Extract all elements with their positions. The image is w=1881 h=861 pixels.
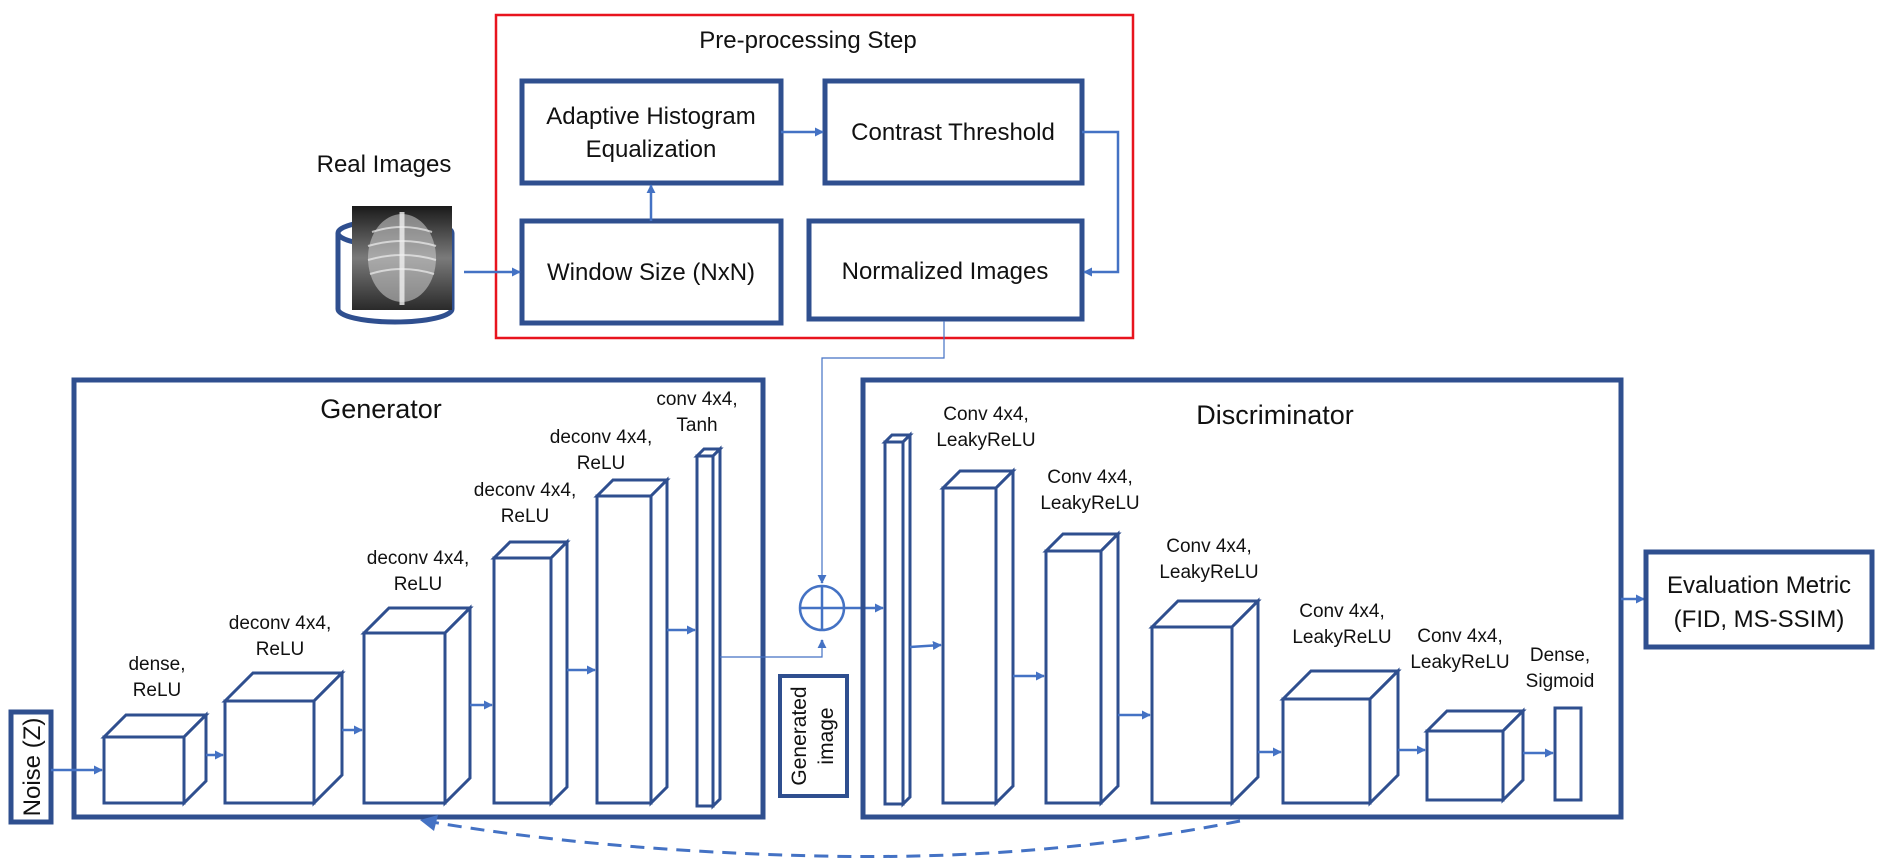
discriminator-title: Discriminator <box>1196 400 1354 430</box>
disc-layer-label: LeakyReLU <box>1292 627 1391 648</box>
disc-layer-label: LeakyReLU <box>1040 493 1139 514</box>
gen-layer-label: ReLU <box>256 639 305 660</box>
disc-layer-label: Conv 4x4, <box>1166 536 1252 557</box>
ahe-box <box>519 78 784 186</box>
line-normalized-to-combine <box>821 321 945 582</box>
generated-image-label-line2: image <box>815 707 838 764</box>
gen-layer-label: ReLU <box>577 453 626 474</box>
evaluation-metric-line1: Evaluation Metric <box>1667 572 1851 599</box>
disc-layer-label: Conv 4x4, <box>1299 601 1385 622</box>
evaluation-metric-box <box>1643 549 1875 650</box>
generated-image-box <box>778 674 849 798</box>
disc-layer-conv2 <box>1042 530 1122 807</box>
gen-layer-deconv4 <box>593 476 671 807</box>
gen-layer-label: deconv 4x4, <box>367 548 469 569</box>
disc-layer-dense <box>1553 706 1583 802</box>
generated-image-label-line1: Generated <box>788 686 811 785</box>
disc-layer-label: Dense, <box>1530 645 1590 666</box>
gen-layer-label: conv 4x4, <box>656 389 737 410</box>
ahe-label-line2: Equalization <box>586 136 717 163</box>
disc-layer-input <box>881 431 914 808</box>
gen-layer-label: ReLU <box>133 680 182 701</box>
generator-frame <box>71 377 766 820</box>
window-size-box <box>519 218 784 326</box>
normalized-images-label: Normalized Images <box>842 258 1049 285</box>
contrast-threshold-box <box>822 78 1085 186</box>
xray-image-database-icon <box>335 206 455 325</box>
disc-arrow-1 <box>909 641 942 651</box>
preprocessing-title: Pre-processing Step <box>699 27 916 54</box>
gen-layer-label: deconv 4x4, <box>550 427 652 448</box>
generator-title: Generator <box>320 394 442 424</box>
disc-layer-conv5 <box>1423 707 1527 804</box>
gen-layer-label: Tanh <box>676 415 717 436</box>
disc-layer-label: Sigmoid <box>1526 671 1595 692</box>
gen-layer-label: deconv 4x4, <box>474 480 576 501</box>
real-images-group: Real Images <box>317 151 521 325</box>
disc-layer-label: LeakyReLU <box>1410 652 1509 673</box>
arrow-contrast-to-normalized <box>1082 130 1120 277</box>
gen-layer-conv-tanh <box>693 445 724 810</box>
gen-layer-label: ReLU <box>501 506 550 527</box>
disc-layer-label: LeakyReLU <box>1159 562 1258 583</box>
gen-layer-deconv1 <box>221 669 346 807</box>
disc-layer-label: Conv 4x4, <box>1047 467 1133 488</box>
ahe-label-line1: Adaptive Histogram <box>546 103 755 130</box>
line-generated-to-combine <box>720 642 823 658</box>
gen-layer-label: ReLU <box>394 574 443 595</box>
gen-layer-deconv2 <box>360 604 474 807</box>
noise-box <box>8 709 54 825</box>
gen-layer-label: deconv 4x4, <box>229 613 331 634</box>
circle-plus-icon <box>798 584 846 632</box>
window-size-label: Window Size (NxN) <box>547 259 755 286</box>
disc-layer-conv4 <box>1279 667 1402 807</box>
normalized-images-box <box>806 218 1085 322</box>
generator-panel: Generator <box>71 377 766 820</box>
gen-layer-deconv3 <box>490 538 571 807</box>
disc-layer-conv1 <box>939 467 1017 807</box>
disc-layer-conv3 <box>1148 597 1262 807</box>
gen-layer-dense <box>100 711 210 807</box>
disc-layer-label: LeakyReLU <box>936 430 1035 451</box>
preprocessing-panel: Pre-processing Step Adaptive Histogram E… <box>494 13 1135 340</box>
disc-layer-label: Conv 4x4, <box>943 404 1029 425</box>
evaluation-metric-line2: (FID, MS-SSIM) <box>1674 606 1845 633</box>
real-images-label: Real Images <box>317 151 452 178</box>
noise-label: Noise (Z) <box>19 718 46 817</box>
feedback-arrowhead <box>420 815 438 831</box>
feedback-dashed-arrow <box>425 819 1241 859</box>
contrast-threshold-label: Contrast Threshold <box>851 119 1055 146</box>
preprocessing-frame <box>494 13 1135 340</box>
gen-layer-label: dense, <box>128 654 185 675</box>
disc-layer-label: Conv 4x4, <box>1417 626 1503 647</box>
